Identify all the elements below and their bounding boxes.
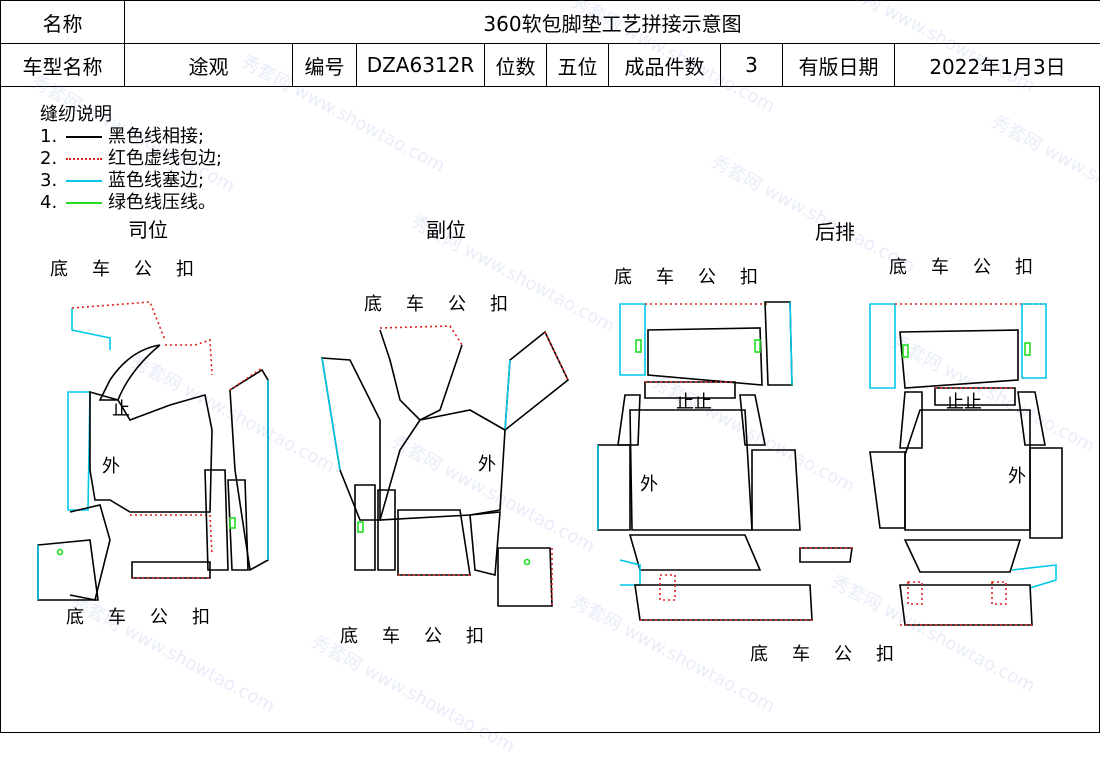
rear-bottom-buckle-label: 底车公扣 <box>750 640 918 666</box>
rear-left-mats <box>598 302 852 620</box>
rear-left-stop-label: 止止 <box>676 388 712 414</box>
passenger-top-buckle-label: 底车公扣 <box>364 290 532 316</box>
passenger-bottom-buckle-label: 底车公扣 <box>340 622 508 648</box>
passenger-outer-label: 外 <box>478 450 496 476</box>
driver-stop-label: 止 <box>112 395 130 421</box>
rear-left-top-buckle-label: 底车公扣 <box>614 263 782 289</box>
driver-top-buckle-label: 底车公扣 <box>50 255 218 281</box>
passenger-mats <box>322 326 568 606</box>
rear-right-mats <box>870 304 1062 625</box>
pattern-sheet: 名称 360软包脚垫工艺拼接示意图 车型名称 途观 编号 DZA6312R 位数… <box>0 0 1100 734</box>
rear-right-outer-label: 外 <box>1008 462 1026 488</box>
rear-right-stop-label: 止止 <box>946 388 982 414</box>
rear-right-top-buckle-label: 底车公扣 <box>889 253 1057 279</box>
driver-outer-label: 外 <box>102 452 120 478</box>
rear-left-outer-label: 外 <box>640 470 658 496</box>
driver-mats <box>38 302 268 600</box>
driver-bottom-buckle-label: 底车公扣 <box>66 603 234 629</box>
